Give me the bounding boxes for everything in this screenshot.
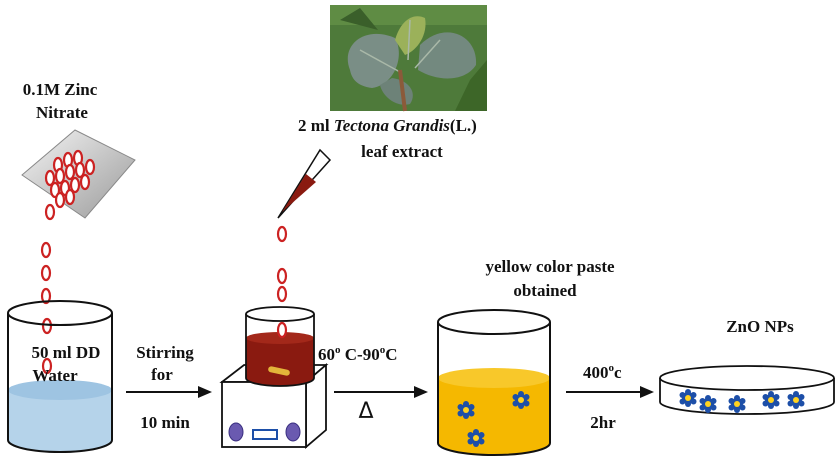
zinc-nitrate-tray [21, 129, 136, 221]
zinc-nitrate-label-2: Nitrate [36, 103, 88, 122]
extract-beaker [245, 306, 315, 387]
water-volume-label: 50 ml DD [32, 343, 101, 362]
stirring-time-label: 10 min [140, 413, 190, 432]
teak-leaf-photo [330, 5, 487, 112]
calcination-temp-label: 400oc [583, 362, 622, 382]
calcination-time-label: 2hr [590, 413, 616, 432]
temperature-range-label: 60o C-90oC [318, 344, 397, 364]
extract-pipette [277, 148, 332, 219]
heat-symbol: Δ [358, 399, 373, 424]
calcination-arrow [566, 386, 654, 398]
paste-label-2: obtained [513, 281, 577, 300]
extract-droplets [276, 225, 288, 303]
stirring-for-label: for [151, 365, 173, 384]
paste-label-1: yellow color paste [485, 257, 615, 276]
leaf-extract-label: 2 ml Tectona Grandis(L.) [298, 116, 477, 135]
zno-nps-label: ZnO NPs [726, 317, 794, 336]
heating-arrow [334, 386, 428, 398]
zinc-nitrate-label-1: 0.1M Zinc [23, 80, 98, 99]
leaf-extract-label-2: leaf extract [361, 142, 443, 161]
water-beaker [7, 300, 113, 453]
water-label: Water [32, 366, 78, 385]
paste-beaker [437, 309, 551, 456]
stirring-arrow [126, 386, 212, 398]
stirring-label: Stirring [136, 343, 194, 362]
